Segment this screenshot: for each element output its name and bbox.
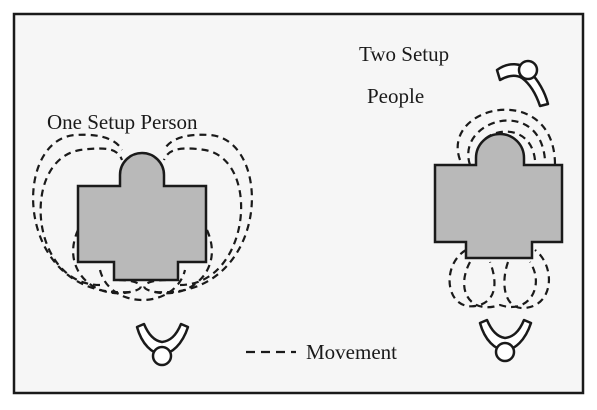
movement-paths-right: [448, 108, 557, 310]
person-icon: [495, 59, 550, 108]
person-icon: [478, 318, 533, 363]
label-people: People: [367, 84, 425, 108]
movement-paths-left: [32, 133, 253, 301]
one-person-setup: [32, 133, 253, 367]
workstation-right: [433, 132, 564, 260]
workstation-left: [76, 151, 208, 282]
legend-label-movement: Movement: [306, 340, 397, 364]
two-person-setup: [433, 59, 564, 363]
person-icon: [135, 322, 190, 367]
label-one-setup-person: One Setup Person: [47, 110, 198, 134]
label-two-setup: Two Setup: [359, 42, 450, 66]
